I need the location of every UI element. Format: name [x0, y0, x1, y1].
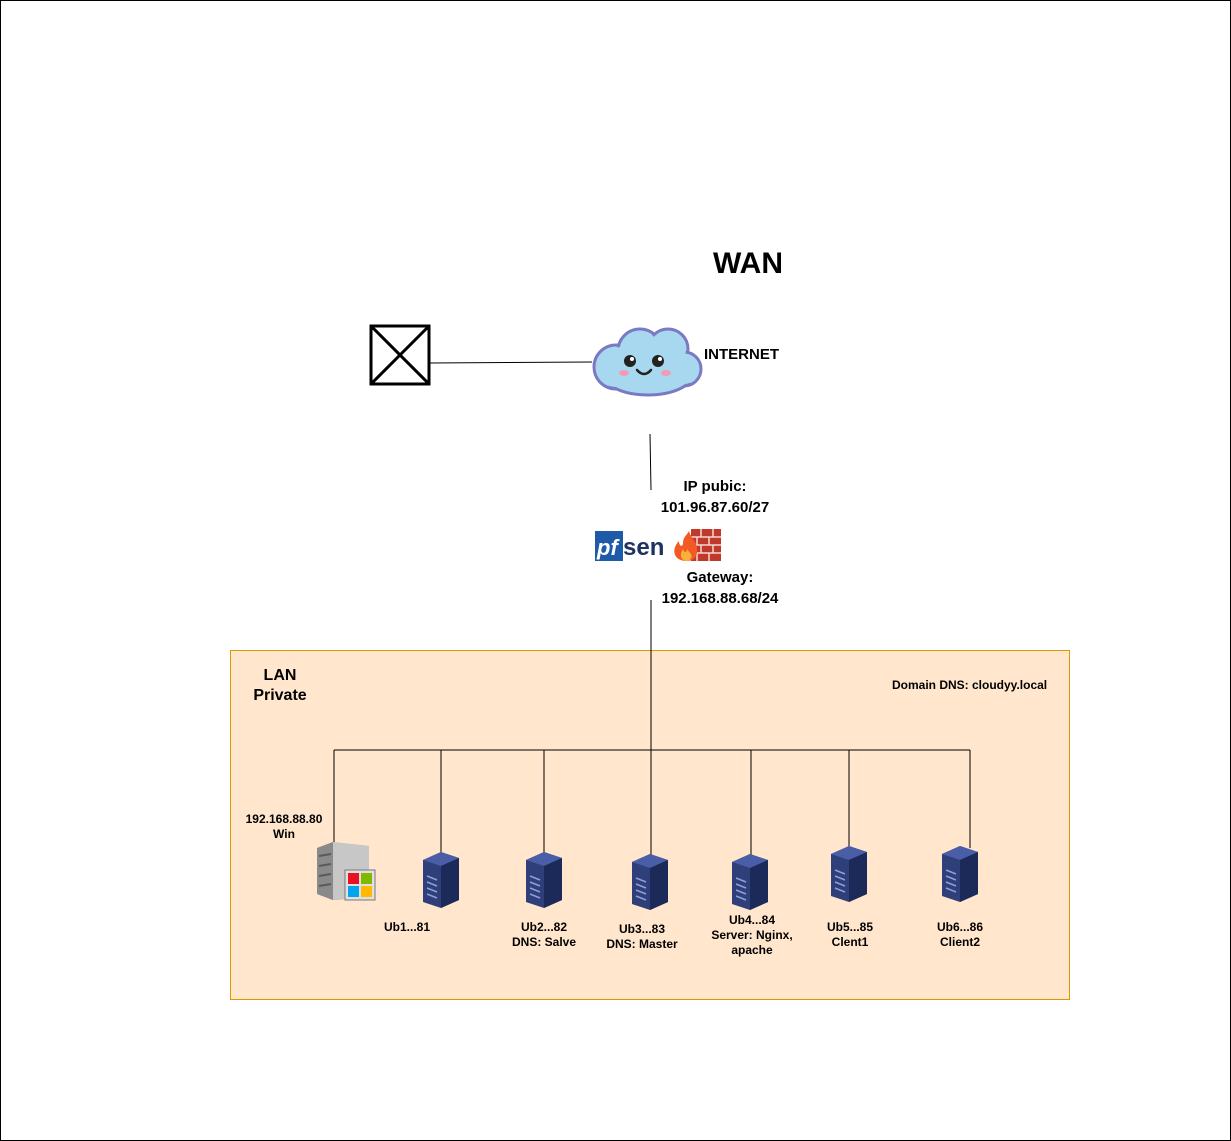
server-icon: [831, 846, 867, 902]
win-host-label: 192.168.88.80 Win: [238, 812, 330, 842]
lan-area: [230, 650, 1070, 1000]
lan-label: LAN Private: [240, 666, 320, 706]
server-label-line3: apache: [731, 943, 773, 957]
ip-public-label: IP pubic: 101.96.87.60/27: [650, 476, 780, 518]
flame-icon: [674, 531, 698, 561]
gateway-address: 192.168.88.68/24: [661, 590, 779, 607]
server-label-line1: Ub1...81: [383, 920, 431, 934]
server-icon: [942, 846, 978, 902]
server-label-line1: Ub3...83: [618, 922, 666, 936]
gateway-label: Gateway: 192.168.88.68/24: [645, 567, 795, 609]
cloud-icon: [592, 327, 703, 397]
win-host-ip: 192.168.88.80: [245, 812, 323, 826]
server-label: Ub1...81: [347, 920, 467, 935]
pfsense-logo: pf sen: [595, 527, 723, 568]
server-icon: [526, 852, 562, 908]
win-host-name: Win: [273, 827, 295, 841]
wan-title: WAN: [713, 247, 783, 280]
windows-server-icon: [317, 842, 376, 901]
crossed-box-icon: [369, 324, 431, 386]
gateway-caption: Gateway:: [686, 569, 754, 586]
link-box-to-cloud: [429, 361, 593, 364]
server-label-line2: DNS: Master: [606, 937, 678, 951]
server-icon: [423, 852, 459, 908]
pfsense-logo-text-sense: sen: [623, 534, 664, 561]
pfsense-logo-text-pf: pf: [596, 535, 620, 560]
server-label-line2: Clent1: [831, 935, 869, 949]
server-icon: [732, 854, 768, 910]
server-label-line1: Ub2...82: [520, 920, 568, 934]
server-icon: [632, 854, 668, 910]
lan-subtitle: Private: [253, 687, 307, 704]
server-label-line2: Server: Nginx,: [711, 928, 793, 942]
server-label-line2: Client2: [939, 935, 980, 949]
pfsense-firewall-icon: pf sen: [595, 529, 721, 561]
server-label-line1: Ub6...86: [936, 920, 984, 934]
lan-title: LAN: [263, 667, 297, 684]
internet-label: INTERNET: [704, 346, 779, 363]
dns-domain-label: Domain DNS: cloudyy.local: [892, 678, 1048, 692]
server-label-line1: Ub4...84: [728, 913, 776, 927]
server-label-line1: Ub5...85: [826, 920, 874, 934]
server-label-line2: DNS: Salve: [511, 935, 577, 949]
ip-public-address: 101.96.87.60/27: [660, 499, 770, 516]
ip-public-caption: IP pubic:: [683, 478, 747, 495]
link-cloud-to-firewall: [649, 433, 652, 491]
